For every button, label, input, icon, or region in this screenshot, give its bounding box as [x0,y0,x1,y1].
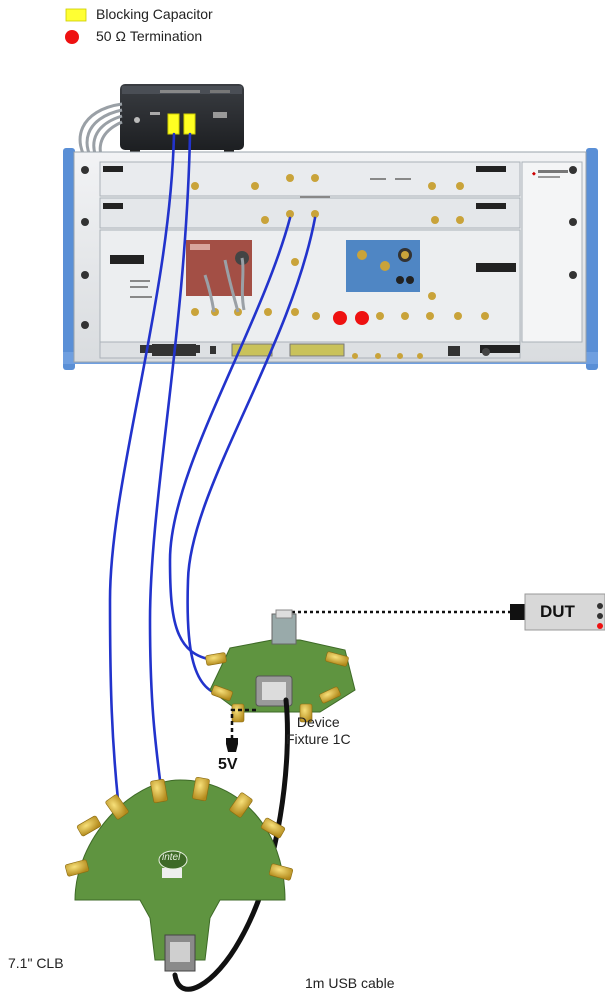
blocking-capacitor-left [168,114,179,134]
termination-left [333,311,347,325]
fixture-label: Device Fixture 1C [286,714,351,748]
device-fixture-board [205,610,355,722]
power-label: 5V [218,756,238,774]
legend-termination-swatch [65,30,79,44]
legend-capacitor-label: Blocking Capacitor [96,6,213,22]
legend-termination-label: 50 Ω Termination [96,28,202,44]
dut-label: DUT [540,602,575,622]
usb-cable-label: 1m USB cable [305,975,394,991]
svg-text:◆: ◆ [532,171,536,177]
intel-logo: intel [162,852,180,863]
dut-plug [510,604,526,620]
instrument-chassis: ◆ [63,148,598,370]
clb-board [65,777,293,971]
legend [65,9,86,44]
blocking-capacitor-right [184,114,195,134]
fixture-label-line1: Device [286,714,351,731]
fixture-label-line2: Fixture 1C [286,731,351,748]
clb-label: 7.1" CLB [8,955,64,971]
termination-right [355,311,369,325]
legend-capacitor-swatch [66,9,86,21]
signal-splitter-box [120,84,244,154]
